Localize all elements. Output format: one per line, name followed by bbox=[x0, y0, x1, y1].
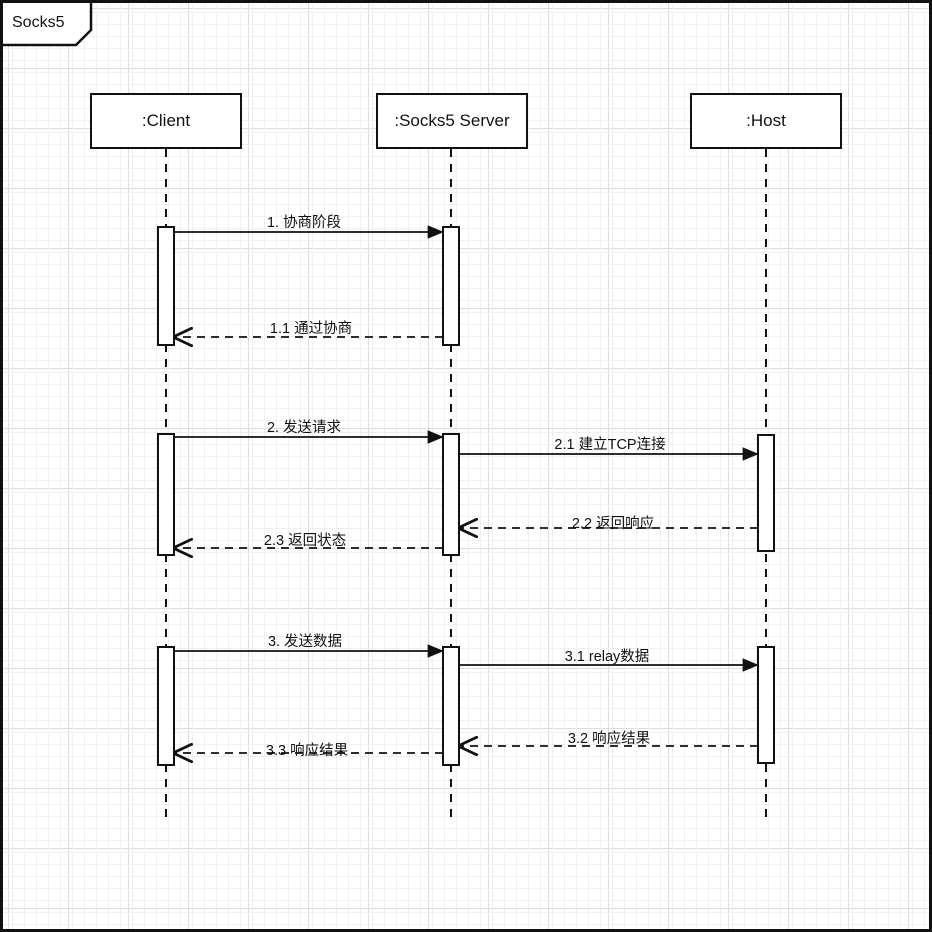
frame-label-text: Socks5 bbox=[12, 14, 65, 31]
activation-bar-server[interactable] bbox=[442, 433, 460, 556]
lifeline-label-client: :Client bbox=[141, 111, 191, 130]
message-label-m2-1: 2.1 建立TCP连接 bbox=[554, 437, 666, 453]
message-label-m2-3: 2.3 返回状态 bbox=[263, 533, 347, 549]
message-label-m2-2: 2.2 返回响应 bbox=[571, 516, 655, 532]
message-label-m1-1: 1.1 通过协商 bbox=[269, 321, 353, 337]
lifeline-label-host: :Host bbox=[746, 111, 786, 130]
activation-bar-host[interactable] bbox=[757, 646, 775, 764]
lifeline-label-server: :Socks5 Server bbox=[394, 111, 510, 130]
message-label-m3: 3. 发送数据 bbox=[267, 634, 343, 650]
activation-bar-host[interactable] bbox=[757, 434, 775, 552]
message-label-m2: 2. 发送请求 bbox=[266, 420, 342, 436]
lifeline-header-host[interactable]: :Host bbox=[690, 93, 842, 149]
activation-bar-client[interactable] bbox=[157, 226, 175, 346]
message-label-m3-1: 3.1 relay数据 bbox=[564, 649, 650, 665]
activation-bar-client[interactable] bbox=[157, 646, 175, 766]
activation-bar-server[interactable] bbox=[442, 226, 460, 346]
message-label-m3-3: 3.3 响应结果 bbox=[265, 743, 349, 759]
activation-group bbox=[157, 226, 775, 766]
lifeline-header-server[interactable]: :Socks5 Server bbox=[376, 93, 528, 149]
activation-bar-server[interactable] bbox=[442, 646, 460, 766]
message-label-m1: 1. 协商阶段 bbox=[266, 215, 342, 231]
message-label-m3-2: 3.2 响应结果 bbox=[567, 731, 651, 747]
activation-bar-client[interactable] bbox=[157, 433, 175, 556]
message-group bbox=[174, 225, 759, 753]
lifeline-header-client[interactable]: :Client bbox=[90, 93, 242, 149]
